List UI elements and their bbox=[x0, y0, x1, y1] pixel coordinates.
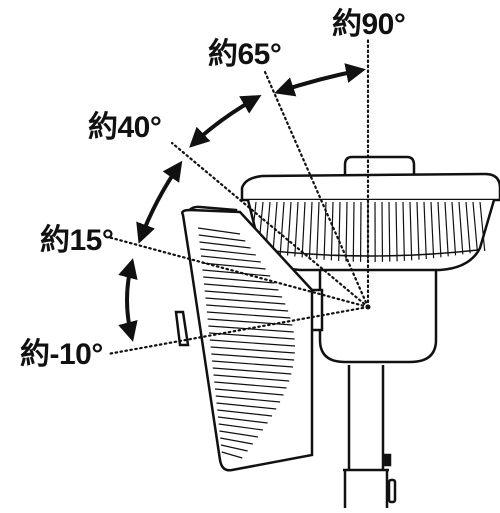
fan-head-upper bbox=[242, 157, 500, 270]
pivot-point bbox=[366, 305, 371, 310]
guard-slat bbox=[353, 202, 354, 262]
angle-label-40: 約40° bbox=[88, 113, 161, 143]
arrow-15-neg10 bbox=[127, 262, 132, 338]
arrow-65-40 bbox=[192, 97, 258, 145]
stand-pole bbox=[343, 365, 395, 508]
arrow-90-65 bbox=[278, 70, 362, 92]
angle-label-65: 約65° bbox=[208, 40, 281, 70]
angle-label-neg10: 約-10° bbox=[20, 340, 103, 370]
arrow-40-15 bbox=[140, 164, 180, 240]
angle-label-15: 約15° bbox=[40, 226, 113, 256]
guard-slat bbox=[389, 202, 390, 262]
motor-housing bbox=[306, 268, 436, 362]
angle-label-90: 約90° bbox=[332, 10, 405, 40]
